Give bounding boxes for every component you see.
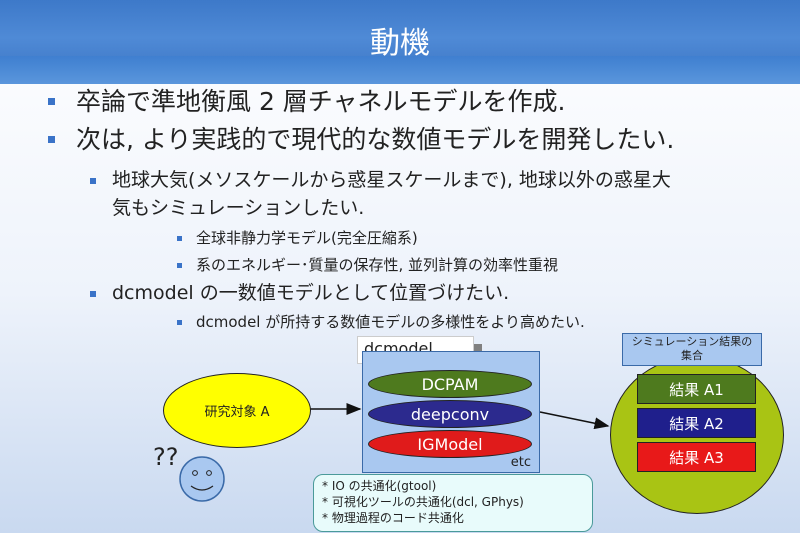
bullet-marker (48, 136, 55, 143)
research-target-label: 研究対象 A (204, 405, 270, 420)
note-item: * IO の共通化(gtool) (322, 479, 437, 493)
model-dcpam: DCPAM (368, 370, 532, 398)
title-bar-band (0, 56, 800, 84)
results-title-box: シミュレーション結果の集合 (622, 333, 762, 366)
smiley-face-icon (179, 456, 225, 502)
note-item: * 可視化ツールの共通化(dcl, GPhys) (322, 495, 524, 509)
model-deepconv-label: deepconv (410, 404, 490, 424)
research-target-ellipse: 研究対象 A (163, 373, 311, 448)
sub-sub-bullet-3: dcmodel が所持する数値モデルの多様性をより高めたい. (196, 313, 585, 331)
note-item: * 物理過程のコード共通化 (322, 511, 464, 525)
model-igmodel: IGModel (368, 430, 532, 458)
result-a1: 結果 A1 (637, 374, 756, 404)
notes-callout: * IO の共通化(gtool) * 可視化ツールの共通化(dcl, GPhys… (313, 474, 593, 532)
bullet-marker (177, 236, 182, 241)
results-title: シミュレーション結果の集合 (631, 335, 753, 362)
bullet-marker (177, 320, 182, 325)
bullet-1: 卒論で準地衡風 2 層チャネルモデルを作成. (76, 87, 566, 116)
bullet-marker (90, 178, 96, 184)
sub-sub-bullet-1: 全球非静力学モデル(完全圧縮系) (196, 229, 418, 247)
sub-sub-bullet-2: 系のエネルギー･質量の保存性, 並列計算の効率性重視 (196, 256, 559, 274)
result-a3: 結果 A3 (637, 442, 756, 472)
sub-bullet-1-line-1: 地球大気(メソスケールから惑星スケールまで), 地球以外の惑星大 (112, 169, 671, 191)
arrow-to-results (539, 411, 610, 430)
bullet-marker (177, 263, 182, 268)
bullet-marker (90, 291, 96, 297)
bullet-marker (48, 98, 55, 105)
result-a2: 結果 A2 (637, 408, 756, 438)
model-igmodel-label: IGModel (417, 434, 483, 454)
bullet-2: 次は, より実践的で現代的な数値モデルを開発したい. (76, 125, 675, 154)
sub-bullet-1-line-2: 気もシミュレーションしたい. (112, 197, 365, 219)
question-marks: ?? (153, 443, 179, 471)
slide-title: 動機 (370, 26, 430, 61)
sub-bullet-2: dcmodel の一数値モデルとして位置づけたい. (112, 282, 510, 304)
result-a3-label: 結果 A3 (669, 448, 724, 467)
model-dcpam-label: DCPAM (421, 374, 479, 394)
etc-label: etc (510, 455, 531, 470)
title-bar (0, 0, 800, 84)
result-a1-label: 結果 A1 (669, 380, 724, 399)
model-deepconv: deepconv (368, 400, 532, 428)
result-a2-label: 結果 A2 (669, 414, 724, 433)
